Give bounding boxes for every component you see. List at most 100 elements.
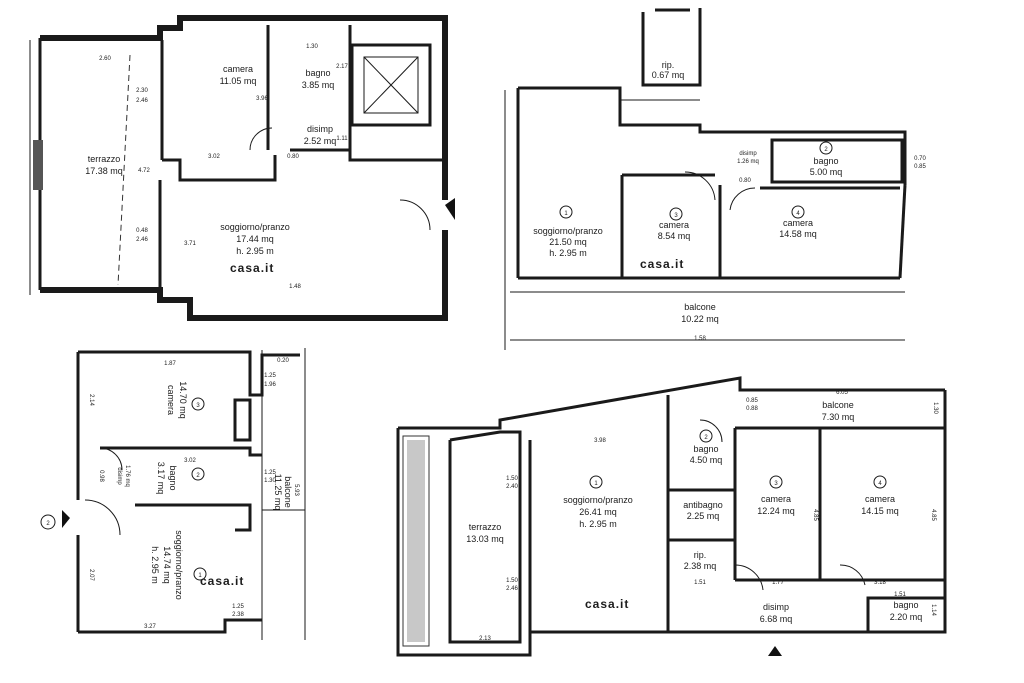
plan-c-hall-area: 1.76 mq xyxy=(124,465,130,487)
plan-c-dim: 1.25 xyxy=(264,373,276,379)
plan-d-watermark: casa.it xyxy=(585,597,629,611)
plan-d-terrace-area: 13.03 mq xyxy=(466,534,504,544)
plan-d-bathroom1-name: bagno xyxy=(693,444,718,454)
plan-c-dim: 1.30 xyxy=(264,478,276,484)
plan-d-planter xyxy=(402,435,430,647)
plan-b-living-height: h. 2.95 m xyxy=(549,248,587,258)
plan-c-dim: 1.25 xyxy=(264,470,276,476)
plan-d-room-4-number: 4 xyxy=(878,481,882,487)
plan-c-entry-arc xyxy=(84,499,121,536)
plan-a-terrace-area: 17.38 mq xyxy=(85,166,123,176)
plan-a-dim: 2.46 xyxy=(136,98,148,104)
plan-d-room-2-marker xyxy=(699,429,713,443)
plan-d-antebath-area: 2.25 mq xyxy=(687,511,720,521)
plan-c-living-height: h. 2.95 m xyxy=(150,546,160,584)
plan-c-bedroom-name: camera xyxy=(166,385,176,415)
plan-b-door-arc2 xyxy=(729,187,756,211)
plan-d-terrace-name: terrazzo xyxy=(469,522,502,532)
plan-d-dim: 1.51 xyxy=(694,580,706,586)
plan-a-door-arc xyxy=(249,127,273,151)
plan-b-dim: 1.58 xyxy=(694,336,706,342)
plan-d-balcony-area: 7.30 mq xyxy=(822,412,855,422)
plan-c-room-1-marker xyxy=(193,567,207,581)
plan-a-entry-arrow-icon xyxy=(445,198,455,220)
plan-a-hall-name: disimp xyxy=(307,124,333,134)
plan-b-balcony-area: 10.22 mq xyxy=(681,314,719,324)
plan-a-dim: 1.11 xyxy=(336,136,348,142)
plan-d-door-arc xyxy=(734,564,764,591)
plan-c-room-2-number: 2 xyxy=(196,473,200,479)
plan-c-door-arc xyxy=(99,447,123,471)
plan-d-terrace-walls xyxy=(448,430,522,644)
plan-b-room-2-marker xyxy=(819,141,833,155)
plan-d-dim: 2.46 xyxy=(506,586,518,592)
plan-b-hall-area: 1.26 mq xyxy=(737,159,759,165)
plan-a-dim: 1.30 xyxy=(306,44,318,50)
plan-c-entry-number: 2 xyxy=(46,521,50,527)
plan-d-dim: 3.98 xyxy=(594,438,606,444)
plan-a-shaft-inner xyxy=(363,56,419,114)
plan-c-dim: 2.07 xyxy=(88,569,94,581)
plan-d-antebath-name: antibagno xyxy=(683,500,723,510)
plan-b-dim: 0.80 xyxy=(739,178,751,184)
plan-d-storage-area: 2.38 mq xyxy=(684,561,717,571)
plan-b-room-1-number: 1 xyxy=(564,211,568,217)
plan-d-room-3-marker xyxy=(769,475,783,489)
plan-d-bedroom1-name: camera xyxy=(761,494,791,504)
plan-b-room-4-marker xyxy=(791,205,805,219)
plan-a-living-height: h. 2.95 m xyxy=(236,246,274,256)
plan-a-shaft xyxy=(350,43,432,127)
plan-c-wall-bath-living xyxy=(135,503,252,532)
plan-d-living-area: 26.41 mq xyxy=(579,507,617,517)
plan-b-room-2-number: 2 xyxy=(824,147,828,153)
plan-b-bathroom-walls xyxy=(770,138,904,184)
plan-a-dim: 3.71 xyxy=(184,241,196,247)
plan-a-shaft-cross2 xyxy=(363,56,419,114)
plan-d-dim: 2.40 xyxy=(506,484,518,490)
plan-a-dim: 2.60 xyxy=(99,56,111,62)
plan-c-bathroom-area: 3.17 mq xyxy=(156,462,166,495)
plan-b-storage-area: 0.67 mq xyxy=(652,70,685,80)
plan-a-dim: 0.48 xyxy=(136,228,148,234)
plan-a-dim: 2.17 xyxy=(336,64,348,70)
plan-d-wall-top xyxy=(398,376,945,430)
plan-d: terrazzo 13.03 mq 1 soggiorno/pranzo 26.… xyxy=(396,376,947,657)
plan-d-room-1-number: 1 xyxy=(594,481,598,487)
plan-d-living-height: h. 2.95 m xyxy=(579,519,617,529)
plan-a-wall-hall xyxy=(290,148,445,162)
plan-a-dim: 0.80 xyxy=(287,154,299,160)
plan-d-storage-name: rip. xyxy=(694,550,707,560)
plan-b-dim: 0.70 xyxy=(914,156,926,162)
plan-a-dim: 2.30 xyxy=(136,88,148,94)
plan-d-bedroom2-name: camera xyxy=(865,494,895,504)
plan-b-living-name: soggiorno/pranzo xyxy=(533,226,603,236)
plan-a-terrace-dash xyxy=(117,54,131,286)
plan-a-watermark: casa.it xyxy=(230,261,274,275)
plan-a-entry-arc xyxy=(399,199,431,231)
plan-d-dim: 1.50 xyxy=(506,578,518,584)
plan-a-wall-top xyxy=(40,15,448,41)
plan-d-dim: 1.30 xyxy=(932,402,938,414)
plan-c: 2 camera 14.70 mq 3 bagno 3.17 mq 2 disi… xyxy=(40,348,306,640)
plan-d-dim: 6.05 xyxy=(836,390,848,396)
plan-a-bathroom-name: bagno xyxy=(305,68,330,78)
plan-c-entry-arrow-icon xyxy=(62,510,70,528)
plan-c-dim: 0.20 xyxy=(277,358,289,364)
plan-d-dim: 3.18 xyxy=(874,580,886,586)
plan-a-hall-area: 2.52 mq xyxy=(304,136,337,146)
plan-c-hall-name: disimp xyxy=(116,467,122,485)
plan-b-bedroom2-area: 14.58 mq xyxy=(779,229,817,239)
plan-d-dim: 4.85 xyxy=(930,509,936,521)
plan-c-bedroom-area: 14.70 mq xyxy=(178,381,188,419)
plan-c-dim: 5.93 xyxy=(293,484,299,496)
plan-d-hall-name: disimp xyxy=(763,602,789,612)
plan-b-living-area: 21.50 mq xyxy=(549,237,587,247)
plan-d-door-arc2 xyxy=(839,564,866,586)
plan-c-dim: 1.25 xyxy=(232,604,244,610)
plan-b-bathroom-area: 5.00 mq xyxy=(810,167,843,177)
plan-b-dim: 0.85 xyxy=(914,164,926,170)
plan-b-hall-name: disimp xyxy=(739,151,757,157)
plan-d-dim: 1.14 xyxy=(930,604,936,616)
plan-a-living-name: soggiorno/pranzo xyxy=(220,222,290,232)
